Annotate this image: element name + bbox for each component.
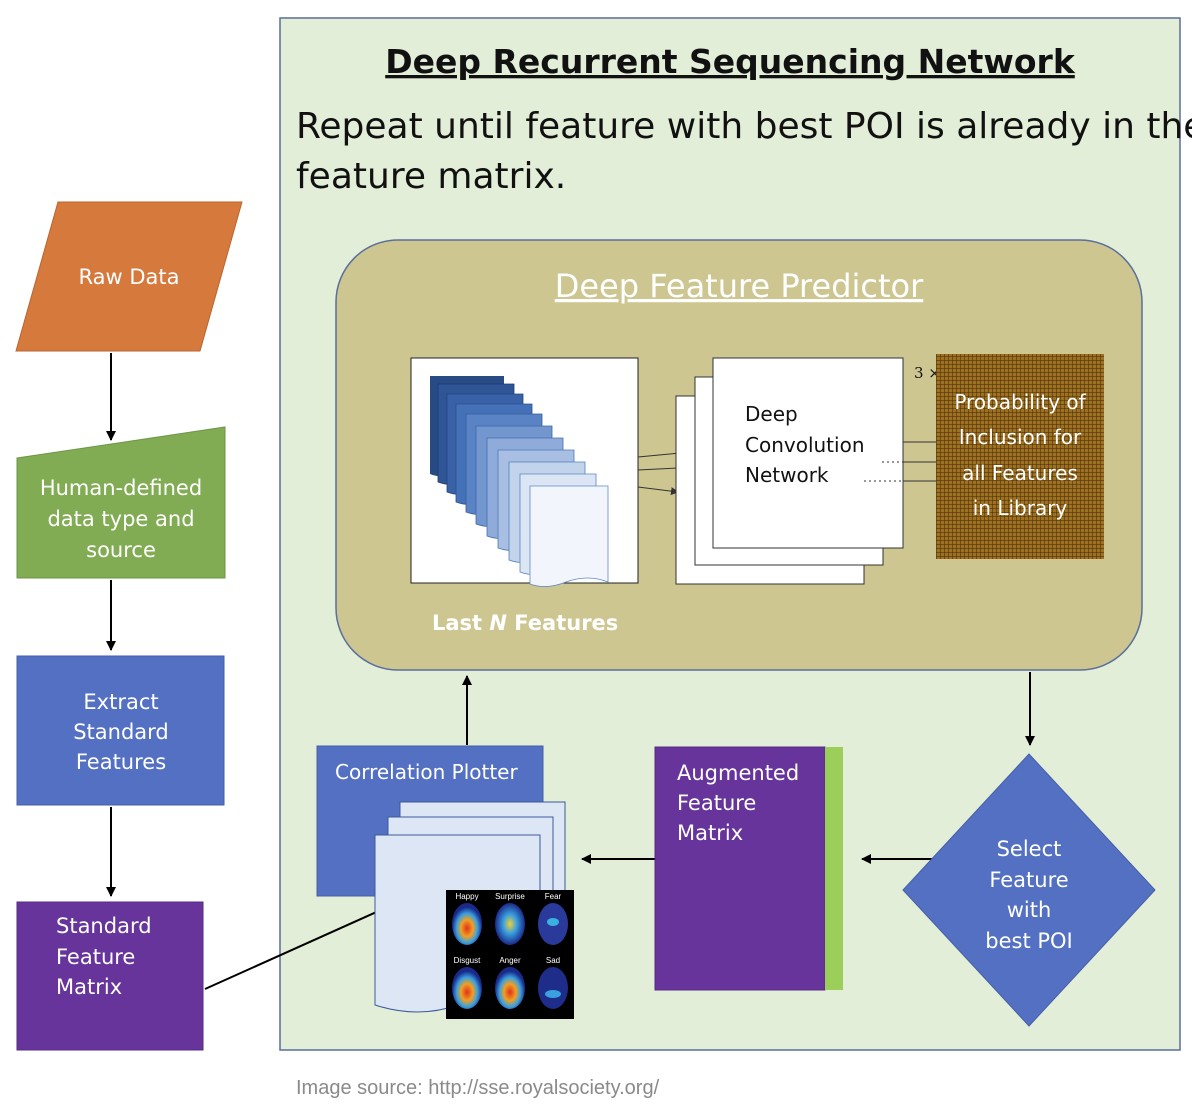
face-label-happy: Happy — [455, 892, 478, 901]
cnn-line-1: Deep — [745, 402, 798, 426]
face-label-fear: Fear — [545, 892, 562, 901]
probability-box: Probability of Inclusion for all Feature… — [936, 354, 1104, 559]
probability-line-1: Probability of — [954, 390, 1086, 414]
probability-line-2: Inclusion for — [959, 425, 1082, 449]
human-defined-node: Human-defined data type and source — [16, 426, 226, 579]
last-n-suffix: Features — [507, 611, 618, 635]
select-feature-node: Select Feature with best POI — [902, 753, 1156, 1027]
human-defined-line-1: Human-defined — [40, 476, 202, 500]
human-defined-line-2: data type and — [47, 507, 194, 531]
image-source-caption: Image source: http://sse.royalsociety.or… — [296, 1077, 660, 1099]
select-line-2: Feature — [989, 868, 1068, 892]
last-n-var: N — [489, 611, 507, 635]
augmented-line-3: Matrix — [677, 821, 743, 845]
extract-features-node: Extract Standard Features — [16, 655, 225, 806]
face-heatmap-image: Happy Surprise Fear Disgust Anger Sad — [446, 890, 574, 1019]
face-label-disgust: Disgust — [454, 956, 481, 965]
deep-feature-predictor: Deep Feature Predictor Last N Features — [335, 239, 1143, 671]
select-line-1: Select — [997, 837, 1062, 861]
face-label-sad: Sad — [546, 956, 560, 965]
face-label-anger: Anger — [499, 956, 521, 965]
panel-subtitle-line-2: feature matrix. — [296, 156, 566, 197]
last-n-prefix: Last — [432, 611, 489, 635]
select-line-4: best POI — [985, 929, 1073, 953]
standard-feature-matrix-node: Standard Feature Matrix — [16, 901, 204, 1051]
raw-data-label: Raw Data — [79, 265, 180, 289]
last-n-features-stack — [410, 357, 639, 587]
standard-matrix-line-1: Standard — [56, 914, 152, 938]
predictor-title: Deep Feature Predictor — [555, 267, 924, 305]
correlation-plotter-label: Correlation Plotter — [335, 760, 518, 784]
select-line-3: with — [1007, 898, 1052, 922]
cnn-line-3: Network — [745, 463, 829, 487]
extract-line-3: Features — [76, 750, 166, 774]
standard-matrix-line-2: Feature — [56, 945, 135, 969]
last-n-features-label: Last N Features — [432, 611, 618, 635]
arrow-features-to-cnn-3 — [637, 486, 679, 496]
cnn-line-2: Convolution — [745, 433, 865, 457]
augmented-line-2: Feature — [677, 791, 756, 815]
augmented-feature-matrix-node: Augmented Feature Matrix — [654, 746, 843, 991]
extract-line-1: Extract — [83, 690, 158, 714]
extract-line-2: Standard — [73, 720, 169, 744]
panel-subtitle-line-1: Repeat until feature with best POI is al… — [296, 106, 1192, 147]
human-defined-line-3: source — [86, 538, 156, 562]
standard-matrix-line-3: Matrix — [56, 975, 122, 999]
augmented-line-1: Augmented — [677, 761, 799, 785]
cnn-stack: Deep Convolution Network 3 × — [675, 357, 941, 585]
cnn-dims-label: 3 × — [914, 364, 941, 382]
panel-title: Deep Recurrent Sequencing Network — [385, 42, 1076, 81]
face-label-surprise: Surprise — [495, 892, 525, 901]
probability-line-3: all Features — [962, 461, 1078, 485]
probability-line-4: in Library — [973, 496, 1068, 520]
raw-data-node: Raw Data — [15, 201, 243, 352]
